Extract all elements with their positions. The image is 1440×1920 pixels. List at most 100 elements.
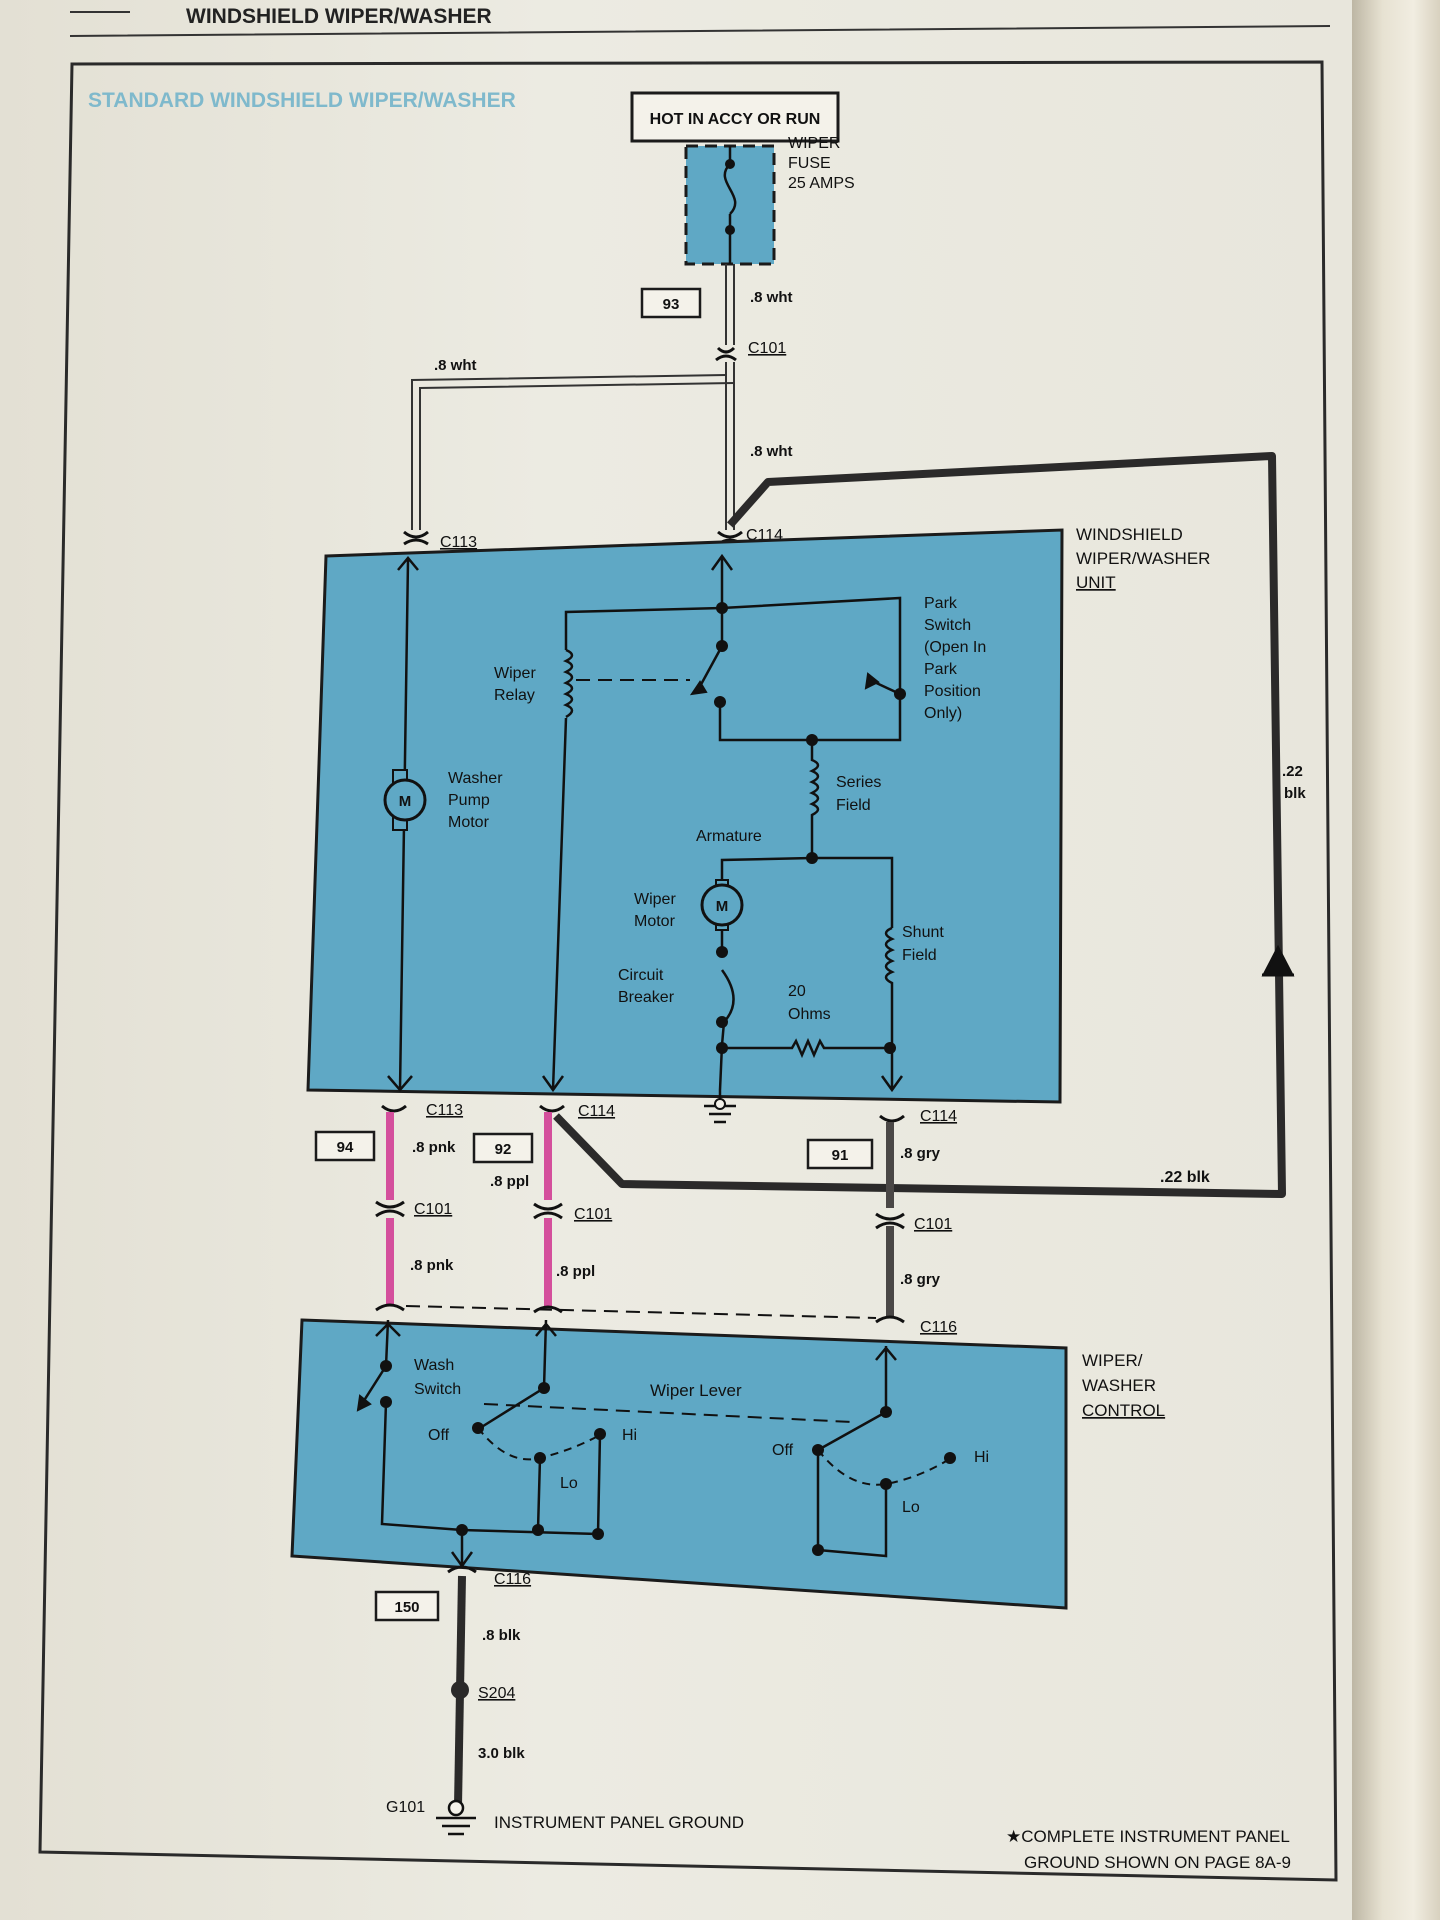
armature-label: Armature <box>696 828 762 845</box>
diode-icon <box>1261 944 1295 977</box>
c101-top-connector <box>715 346 737 362</box>
unit-label-3: UNIT <box>1076 573 1116 592</box>
wash-switch-label-1: Wash <box>414 1357 454 1374</box>
wire-label-blk-bottom: .22 blk <box>1160 1169 1210 1186</box>
c101-mid-connectors <box>375 1200 905 1230</box>
c101-top-label: C101 <box>748 340 786 357</box>
lever-left-lo-label: Lo <box>560 1475 578 1492</box>
lever-right-off-label: Off <box>772 1442 794 1459</box>
white-wire-left <box>411 374 735 530</box>
wire-label-blk-ground-2: 3.0 blk <box>478 1745 525 1762</box>
c114-right-label: C114 <box>920 1108 957 1125</box>
fuse-label-1: WIPER <box>788 135 840 152</box>
diagram-frame <box>38 60 1338 1882</box>
g101-label: G101 <box>386 1799 425 1816</box>
unit-label-2: WIPER/WASHER <box>1076 549 1210 568</box>
wire-label-blk-right-2: blk <box>1284 785 1306 802</box>
park-contact <box>894 688 906 700</box>
lever-right-hi-label: Hi <box>974 1449 989 1466</box>
ground-icon <box>436 1816 476 1836</box>
fuse-label-2: FUSE <box>788 155 831 172</box>
lever-right-lo-label: Lo <box>902 1499 920 1516</box>
control-label-1: WIPER/ <box>1082 1351 1143 1370</box>
circuit-94-label: 94 <box>337 1139 354 1156</box>
power-source-label: HOT IN ACCY OR RUN <box>650 111 821 128</box>
page-binding <box>1352 0 1440 1920</box>
resistor-left-junction <box>716 1042 728 1054</box>
park-label-6: Only) <box>924 705 962 722</box>
park-label-3: (Open In <box>924 639 986 656</box>
g101-terminal <box>447 1799 465 1817</box>
washer-wire-arrow <box>387 1075 413 1092</box>
wiper-lever-label: Wiper Lever <box>650 1381 742 1400</box>
park-label-1: Park <box>924 595 958 612</box>
wire-label-ppl-lower: .8 ppl <box>556 1263 595 1280</box>
control-label-3: CONTROL <box>1082 1401 1165 1420</box>
washer-label-1: Washer <box>448 770 503 787</box>
supply-wire-c114 <box>710 553 734 608</box>
park-label-5: Position <box>924 683 981 700</box>
c101-right-label: C101 <box>914 1216 952 1233</box>
lever-right-junction <box>812 1544 824 1556</box>
resistor-right-junction <box>884 1042 896 1054</box>
c116-top-connectors <box>375 1303 905 1324</box>
wire-label-wht-fuse: .8 wht <box>750 289 793 306</box>
page-header: WINDSHIELD WIPER/WASHER <box>186 5 492 28</box>
circuit-94-box <box>314 1130 376 1162</box>
c113-top-connector <box>403 530 429 546</box>
control-label-2: WASHER <box>1082 1376 1156 1395</box>
c116-top-label: C116 <box>920 1319 957 1336</box>
lever-right-contact-common <box>880 1406 892 1418</box>
wire-label-gry-upper: .8 gry <box>900 1145 941 1162</box>
c113-bottom-label: C113 <box>426 1102 463 1119</box>
white-wire-fuse <box>725 264 735 345</box>
relay-label-1: Wiper <box>494 665 536 682</box>
wiper-washer-control-box <box>290 1318 1068 1610</box>
wash-switch-contact-top <box>380 1360 392 1372</box>
motor-ground-terminal <box>714 1098 726 1110</box>
control-bus-left <box>461 1528 599 1536</box>
power-source-box <box>630 91 840 143</box>
wiper-lever-linkage <box>483 1403 853 1423</box>
lever-right-outputs <box>816 1450 888 1558</box>
relay-label-2: Relay <box>494 687 535 704</box>
ohms-label-2: Ohms <box>788 1006 831 1023</box>
wire-label-pnk-upper: .8 pnk <box>412 1139 456 1156</box>
footnote-line-2: GROUND SHOWN ON PAGE 8A-9 <box>1024 1853 1291 1872</box>
circuit-91-label: 91 <box>832 1147 849 1164</box>
lever-left-off-label: Off <box>428 1427 450 1444</box>
fuse-label-3: 25 AMPS <box>788 175 855 192</box>
splice-s204 <box>451 1681 469 1699</box>
motor-circuit-wiring <box>718 856 894 1091</box>
washer-pump-motor-icon <box>383 778 427 822</box>
wiper-motor-icon <box>700 883 744 927</box>
series-label-1: Series <box>836 774 881 791</box>
wire-label-gry-lower: .8 gry <box>900 1271 941 1288</box>
breaker-label-1: Circuit <box>618 967 664 984</box>
wire-label-pnk-lower: .8 pnk <box>410 1257 454 1274</box>
fuse-terminal-top <box>725 159 735 169</box>
circuit-150-label: 150 <box>394 1599 419 1616</box>
c116-bottom-label: C116 <box>494 1571 531 1588</box>
resistor-20-ohm-icon <box>722 1037 890 1059</box>
header-rule <box>69 11 1331 37</box>
ground-label: INSTRUMENT PANEL GROUND <box>494 1813 744 1832</box>
c114-mid-label: C114 <box>578 1103 615 1120</box>
breaker-label-2: Breaker <box>618 989 675 1006</box>
wiper-relay-coil-icon <box>563 648 574 719</box>
circuit-150-box <box>374 1590 440 1622</box>
black-wire-22 <box>553 452 1286 1198</box>
circuit-92-label: 92 <box>495 1141 512 1158</box>
shunt-label-2: Field <box>902 947 937 964</box>
wiper-washer-unit-box <box>306 528 1064 1104</box>
relay-contact-top <box>716 640 728 652</box>
park-label-2: Switch <box>924 617 971 634</box>
c116-bottom-connector <box>447 1565 477 1574</box>
circuit-93-box <box>640 287 702 319</box>
circuit-91-box <box>806 1138 874 1170</box>
breaker-contact-top <box>716 946 728 958</box>
lever-left-hi-label: Hi <box>622 1427 637 1444</box>
white-wire-lower <box>725 362 735 530</box>
wash-switch-arrow <box>356 1394 372 1412</box>
